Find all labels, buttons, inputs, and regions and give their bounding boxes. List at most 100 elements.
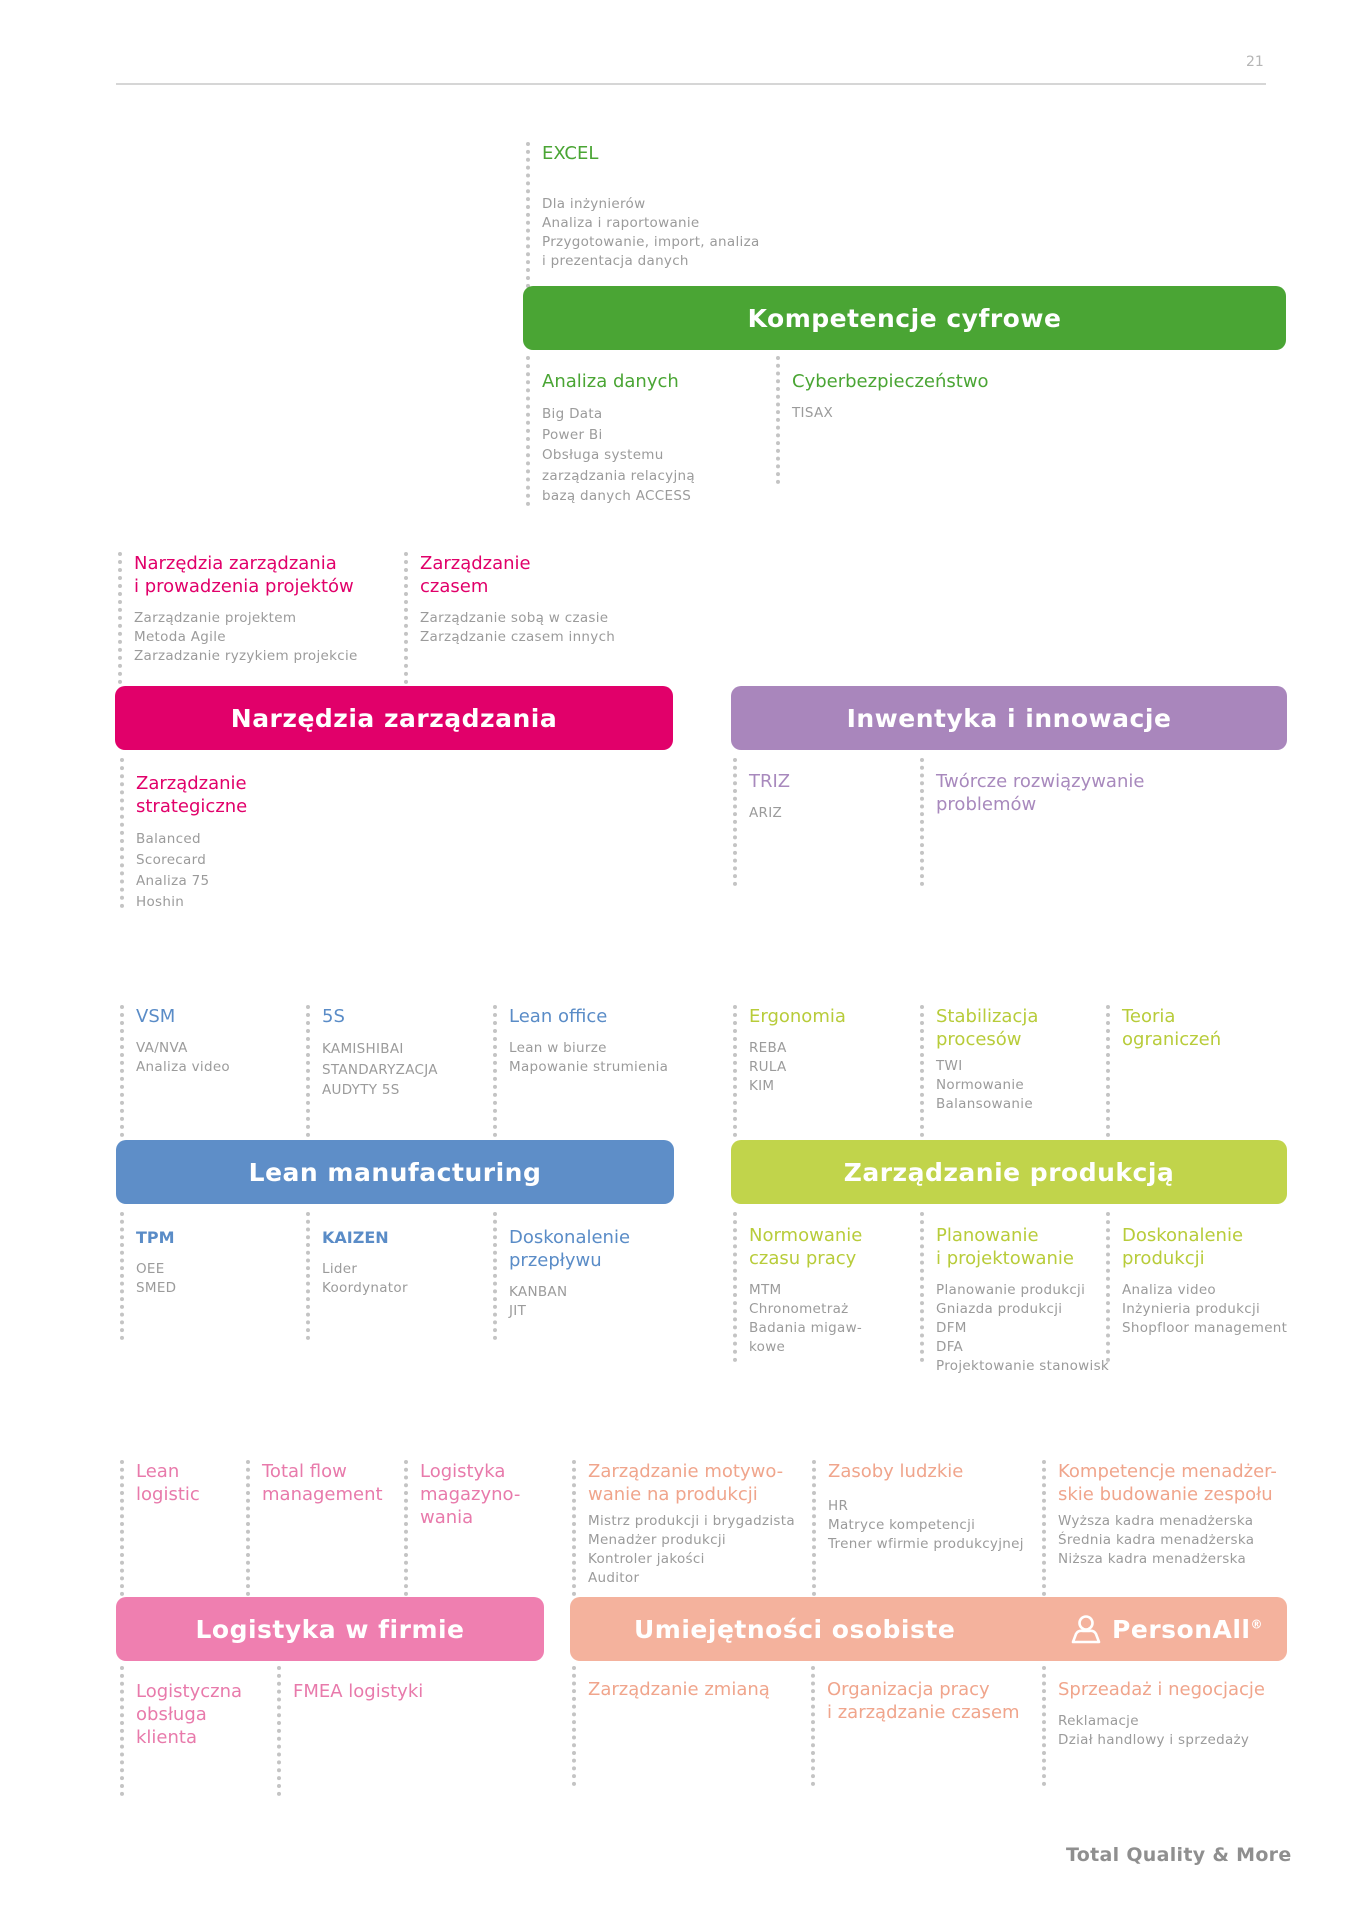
title-line: Doskonalenie [509, 1227, 631, 1248]
title-line: Planowanie [936, 1225, 1039, 1246]
flow-items: KANBAN JIT [509, 1283, 630, 1321]
registered-mark: ® [1250, 1617, 1263, 1632]
managerial-column: Kompetencje menadżer- skie budowanie zes… [1042, 1460, 1277, 1596]
title-line: i prowadzenia projektów [134, 576, 354, 597]
narzedzia-zarzadzania-bar: Narzędzia zarządzania [115, 686, 673, 750]
planning-items: Planowanie produkcji Gniazda produkcji D… [936, 1281, 1109, 1376]
data-analysis-items: Big Data Power Bi Obsługa systemu zarząd… [542, 404, 695, 507]
motivation-title: Zarządzanie motywo- wanie na produkcji [588, 1460, 795, 1506]
title-line: Logistyka [420, 1461, 506, 1482]
ergonomics-column: Ergonomia REBA RULA KIM [733, 1005, 846, 1137]
cyber-items: TISAX [792, 404, 989, 423]
page-number: 21 [1246, 54, 1264, 70]
inwentyka-bar: Inwentyka i innowacje [731, 686, 1287, 750]
hr-items: HR Matryce kompetencji Trener wfirmie pr… [828, 1497, 1024, 1554]
title-line: produkcji [1122, 1248, 1205, 1269]
list-item: Lean w biurze [509, 1040, 607, 1056]
list-item: DFM [936, 1320, 967, 1336]
title-line: klienta [136, 1727, 197, 1748]
bar-title: Lean manufacturing [248, 1157, 542, 1187]
zarzadzanie-produkcja-bar: Zarządzanie produkcją [731, 1140, 1287, 1204]
tools-items: Zarządzanie projektem Metoda Agile Zarza… [134, 609, 358, 666]
excel-items: Dla inżynierów Analiza i raportowanie Pr… [542, 195, 760, 271]
personall-logo: PersonAll® [1070, 1597, 1263, 1661]
ergonomics-title: Ergonomia [749, 1006, 846, 1027]
list-item: Badania migaw- [749, 1320, 863, 1336]
creative-column: Twórcze rozwiązywanie problemów [920, 758, 1144, 886]
title-line: obsługa [136, 1704, 207, 1725]
strategic-title: Zarządzanie strategiczne [136, 772, 247, 818]
list-item: AUDYTY 5S [322, 1082, 400, 1098]
list-item: Kontroler jakości [588, 1551, 705, 1567]
total-flow-title: Total flow management [262, 1460, 383, 1506]
brand-text: PersonAll [1112, 1614, 1251, 1644]
improvement-column: Doskonalenie produkcji Analiza video Inż… [1106, 1212, 1287, 1362]
lean-logistic-title: Lean logistic [136, 1460, 200, 1506]
vsm-items: VA/NVA Analiza video [136, 1039, 230, 1077]
list-item: Matryce kompetencji [828, 1517, 976, 1533]
bar-title: Kompetencje cyfrowe [747, 303, 1062, 333]
title-line: Lean [136, 1461, 180, 1482]
header-divider [116, 83, 1266, 85]
kaizen-items: Lider Koordynator [322, 1260, 408, 1298]
data-analysis-column: Analiza danych Big Data Power Bi Obsługa… [526, 356, 695, 506]
customer-title: Logistyczna obsługa klienta [136, 1680, 242, 1749]
toc-column: Teoria ograniczeń [1106, 1005, 1221, 1137]
list-item: Zarządzanie projektem [134, 610, 297, 626]
list-item: i prezentacja danych [542, 253, 689, 269]
managerial-items: Wyższa kadra menadżerska Średnia kadra m… [1058, 1512, 1277, 1569]
list-item: TWI [936, 1058, 963, 1074]
list-item: VA/NVA [136, 1040, 188, 1056]
title-line: strategiczne [136, 796, 248, 817]
title-line: Twórcze rozwiązywanie [936, 771, 1145, 792]
tpm-column: TPM OEE SMED [120, 1212, 176, 1340]
title-line: czasu pracy [749, 1248, 857, 1269]
list-item: Auditor [588, 1570, 640, 1586]
sales-column: Sprzeadaż i negocjacje Reklamacje Dział … [1042, 1666, 1265, 1786]
organization-title: Organizacja pracy i zarządzanie czasem [827, 1678, 1020, 1724]
title-line: management [262, 1484, 383, 1505]
logistyka-bar: Logistyka w firmie [116, 1597, 544, 1661]
list-item: KAMISHIBAI [322, 1041, 404, 1057]
list-item: SMED [136, 1280, 177, 1296]
stabilization-column: Stabilizacja procesów TWI Normowanie Bal… [920, 1005, 1038, 1137]
list-item: Big Data [542, 406, 603, 422]
tools-column: Narzędzia zarządzania i prowadzenia proj… [118, 552, 358, 684]
list-item: Power Bi [542, 426, 603, 443]
list-item: Normowanie [936, 1077, 1025, 1093]
list-item: ARIZ [749, 805, 783, 821]
change-title: Zarządzanie zmianą [588, 1679, 770, 1700]
title-line: Normowanie [749, 1225, 863, 1246]
title-line: logistic [136, 1484, 200, 1505]
lean-office-title: Lean office [509, 1006, 608, 1027]
list-item: REBA [749, 1040, 787, 1056]
list-item: Reklamacje [1058, 1713, 1139, 1729]
list-item: Średnia kadra menadżerska [1058, 1532, 1255, 1548]
bar-title: Logistyka w firmie [195, 1614, 465, 1644]
title-line: Doskonalenie [1122, 1225, 1244, 1246]
list-item: KANBAN [509, 1284, 568, 1300]
title-line: Zarządzanie motywo- [588, 1461, 784, 1482]
list-item: Analiza video [1122, 1282, 1216, 1298]
motivation-column: Zarządzanie motywo- wanie na produkcji M… [572, 1460, 795, 1596]
warehouse-title: Logistyka magazyno- wania [420, 1460, 520, 1529]
sales-items: Reklamacje Dział handlowy i sprzedaży [1058, 1712, 1265, 1750]
title-line: Narzędzia zarządzania [134, 553, 337, 574]
list-item: Gniazda produkcji [936, 1301, 1063, 1317]
tpm-items: OEE SMED [136, 1260, 176, 1298]
bar-title: Narzędzia zarządzania [230, 703, 558, 733]
list-item: Balansowanie [936, 1096, 1033, 1112]
organization-column: Organizacja pracy i zarządzanie czasem [811, 1666, 1020, 1786]
lean-logistic-column: Lean logistic [120, 1460, 200, 1596]
excel-title: EXCEL [542, 143, 599, 164]
umiejetnosci-bar: Umiejętności osobiste PersonAll® [570, 1597, 1287, 1661]
list-item: Chronometraż [749, 1301, 849, 1317]
5s-column: 5S KAMISHIBAI STANDARYZACJA AUDYTY 5S [306, 1005, 438, 1137]
list-item: Scorecard [136, 852, 207, 868]
hr-column: Zasoby ludzkie HR Matryce kompetencji Tr… [812, 1460, 1024, 1596]
strategic-column: Zarządzanie strategiczne Balanced Scorec… [120, 758, 247, 910]
improvement-items: Analiza video Inżynieria produkcji Shopf… [1122, 1281, 1287, 1338]
list-item: Analiza video [136, 1059, 230, 1075]
time-items: Zarządzanie sobą w czasie Zarządzanie cz… [420, 609, 615, 647]
title-line: Teoria [1122, 1006, 1176, 1027]
